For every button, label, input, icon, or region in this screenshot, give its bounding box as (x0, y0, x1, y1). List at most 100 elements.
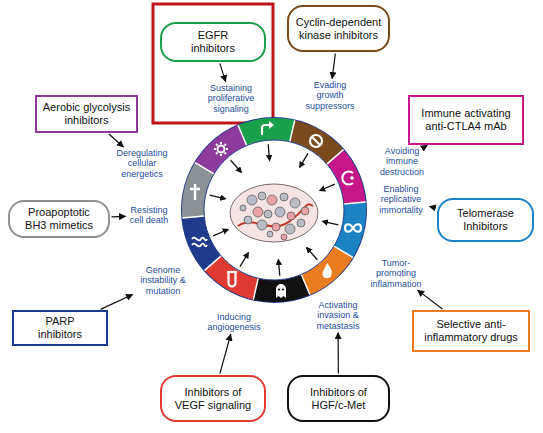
inward-arrow (307, 248, 318, 260)
inward-arrow (213, 230, 228, 236)
therapy-text: EGFR inhibitors (182, 29, 244, 54)
highlight-frame (153, 4, 273, 123)
inward-arrow (268, 144, 269, 160)
hallmark-label: Deregulating cellular energetics (112, 148, 172, 179)
ring-segment (163, 99, 385, 321)
cell (281, 234, 287, 240)
hallmark-text: Sustaining proliferative signaling (199, 83, 263, 114)
therapy-text: Inhibitors of VEGF signaling (171, 386, 256, 411)
hallmark-text: Tumor-promoting inflammation (367, 258, 425, 289)
cell (275, 207, 285, 217)
ring-segment (160, 96, 389, 325)
hallmark-text: Resisting cell death (127, 205, 171, 226)
therapy-text: Immune activating anti-CTLA4 mAb (412, 107, 520, 132)
therapy-box: Selective anti-inflammatory drugs (412, 310, 530, 352)
segment-separator (238, 125, 247, 145)
therapy-box: Cyclin-dependent kinase inhibitors (287, 5, 390, 52)
therapy-box: Inhibitors of VEGF signaling (160, 375, 266, 422)
hallmark-label: Activating invasion & metastasis (312, 300, 364, 331)
hallmark-label: Resisting cell death (127, 205, 171, 226)
arrow-icon-head (269, 121, 274, 129)
inward-arrow (300, 153, 308, 167)
vial-icon-path (229, 272, 236, 287)
gear-icon-hub (218, 146, 225, 153)
ring-segment (163, 99, 385, 321)
segment-separator (195, 163, 214, 174)
hallmark-label: Tumor-promoting inflammation (367, 258, 425, 289)
segment-separator (301, 274, 310, 294)
arrow-connector (100, 295, 132, 310)
cell (280, 193, 288, 201)
stop-icon-ring (310, 135, 322, 147)
therapy-text: Selective anti-inflammatory drugs (417, 318, 525, 343)
hallmark-text: Deregulating cellular energetics (112, 148, 172, 179)
segment-separator (182, 216, 204, 218)
segment-separator (290, 120, 295, 141)
flame-icon-path (322, 263, 331, 278)
hallmark-label: Sustaining proliferative signaling (199, 83, 263, 114)
connectors (100, 53, 442, 373)
therapy-text: Cyclin-dependent kinase inhibitors (291, 16, 387, 41)
immune-icon (342, 172, 353, 185)
cell (290, 198, 300, 208)
inward-arrow (278, 260, 279, 276)
cell (247, 195, 257, 205)
therapy-box: Aerobic glycolysis inhibitors (35, 95, 138, 133)
therapy-text: Proapoptotic BH3 mimetics (18, 206, 100, 231)
gear-icon-teeth (214, 142, 228, 156)
tumor-mass (230, 184, 318, 242)
therapy-box: Inhibitors of HGF/c-Met (287, 375, 390, 422)
arrow-connector (332, 53, 335, 78)
dna-icon-strand (192, 244, 207, 247)
arrow-connector (338, 333, 339, 374)
inward-arrow (323, 221, 339, 225)
cell (253, 207, 263, 217)
cell (272, 223, 280, 231)
segment-separator (327, 150, 344, 164)
stop-icon (310, 135, 322, 147)
arrow-icon (262, 121, 274, 135)
tumor-illustration (230, 184, 318, 242)
hallmark-label: Enabling replicative immortality (374, 184, 428, 215)
stop-icon-bar (312, 137, 320, 145)
inward-arrow (231, 160, 242, 172)
arrow-connector (418, 290, 443, 309)
hallmark-text: Activating invasion & metastasis (312, 300, 364, 331)
cross-icon (190, 184, 200, 200)
tumor-cells (240, 192, 309, 240)
segment-separators (182, 120, 365, 299)
cell (297, 219, 305, 227)
cell (267, 231, 273, 237)
cell (267, 195, 277, 205)
inward-arrows (210, 144, 339, 275)
hallmark-label: Evading growth suppressors (303, 80, 357, 111)
arrow-connector (220, 63, 226, 81)
inward-arrow (320, 184, 335, 190)
arrow-connector (429, 206, 435, 207)
therapy-text: Aerobic glycolysis inhibitors (38, 101, 136, 126)
arrow-connector (111, 216, 125, 218)
segment-separator (334, 246, 353, 257)
segment-separator (344, 202, 366, 204)
hallmark-label: Inducing angiogenesis (205, 312, 263, 333)
ring-segment (168, 104, 380, 316)
hallmark-label: Genome instability & mutation (134, 265, 192, 296)
cell (287, 212, 295, 220)
infinity-icon (345, 224, 361, 232)
cell (301, 207, 309, 215)
segment-separator (205, 256, 222, 270)
cell (285, 224, 295, 234)
segment-separator (253, 278, 258, 299)
ghost-icon-body (276, 284, 286, 298)
cell (244, 216, 252, 224)
inward-arrow (210, 195, 226, 199)
therapy-box: PARP inhibitors (12, 310, 108, 346)
cell (240, 205, 246, 211)
cell (264, 210, 272, 218)
cell (258, 192, 266, 200)
ring-segment (177, 113, 371, 307)
therapy-text: Telomerase Inhibitors (450, 207, 522, 232)
dna-icon (192, 238, 207, 247)
ring-segment (177, 113, 371, 307)
